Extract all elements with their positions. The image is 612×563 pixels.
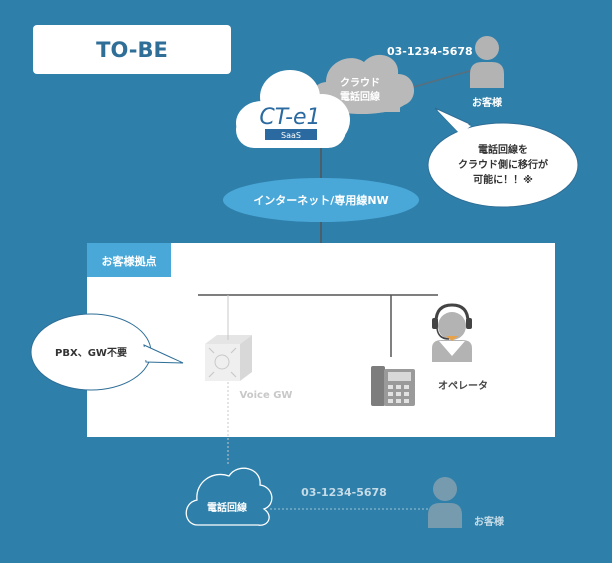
customer-person-icon [470,36,504,88]
customer-label-bottom: お客様 [474,515,505,528]
ctel-logo-text: CT-e1 [259,105,320,130]
voice-gw-icon [205,335,252,381]
customer-label-top: お客様 [472,96,503,109]
phone-number-bottom: 03-1234-5678 [301,486,387,499]
cloud-line-text-1: クラウド [340,77,380,89]
operator-label: オペレータ [438,380,488,392]
bubble-top-line-3: 可能に！！※ [473,173,533,186]
operator-headset-icon [432,303,472,362]
title-box [33,25,231,74]
cloud-line-text-2: 電話回線 [340,90,380,103]
network-ellipse [223,178,419,222]
saas-badge-text: SaaS [281,131,301,140]
desk-phone-icon [371,366,415,406]
speech-bubble-left [30,313,184,391]
saas-badge [265,129,317,140]
bubble-top-line-1: 電話回線を [478,143,528,156]
customer-person-icon-faded [428,477,462,528]
site-tag [87,243,171,277]
bubble-left-text: PBX、GW不要 [55,347,127,359]
phone-number-top: 03-1234-5678 [387,45,473,58]
network-label: インターネット/専用線NW [253,193,388,207]
old-phone-line-cloud [185,467,273,526]
bubble-top-line-2: クラウド側に移行が [458,158,549,171]
cloud-phone-line-cloud [311,54,415,114]
speech-bubble-top [427,107,579,208]
title-text: TO-BE [96,38,168,62]
site-label: お客様拠点 [102,254,157,268]
old-line-label: 電話回線 [207,501,247,514]
voice-gw-label: Voice GW [240,390,293,401]
